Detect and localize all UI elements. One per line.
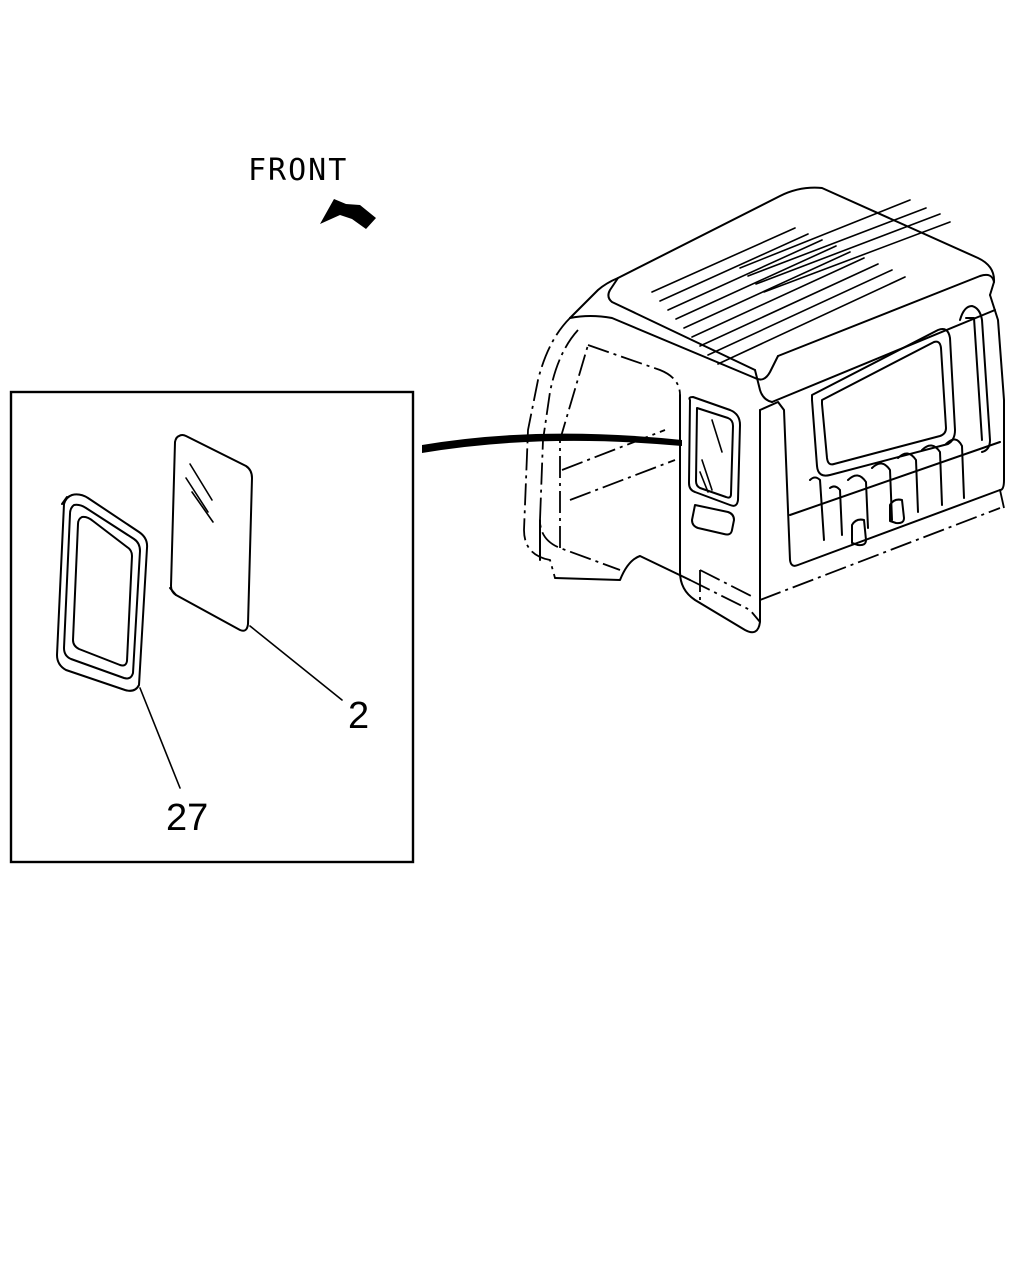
small-window-location	[688, 396, 741, 536]
detail-pointer	[422, 433, 682, 453]
callout-number-27: 27	[166, 797, 208, 839]
roof-ribs	[651, 199, 951, 365]
leader-2	[249, 625, 343, 701]
weatherstrip-part	[56, 493, 149, 692]
callout-number-2: 2	[348, 695, 369, 737]
cab-body	[523, 186, 1005, 634]
glass-part	[169, 434, 253, 632]
leader-27	[139, 687, 181, 789]
detail-inset: 2 27	[9, 390, 415, 864]
front-indicator: FRONT	[248, 153, 376, 229]
arrow-up-left-icon	[320, 199, 376, 229]
front-label: FRONT	[248, 153, 348, 188]
inset-frame	[9, 390, 415, 864]
